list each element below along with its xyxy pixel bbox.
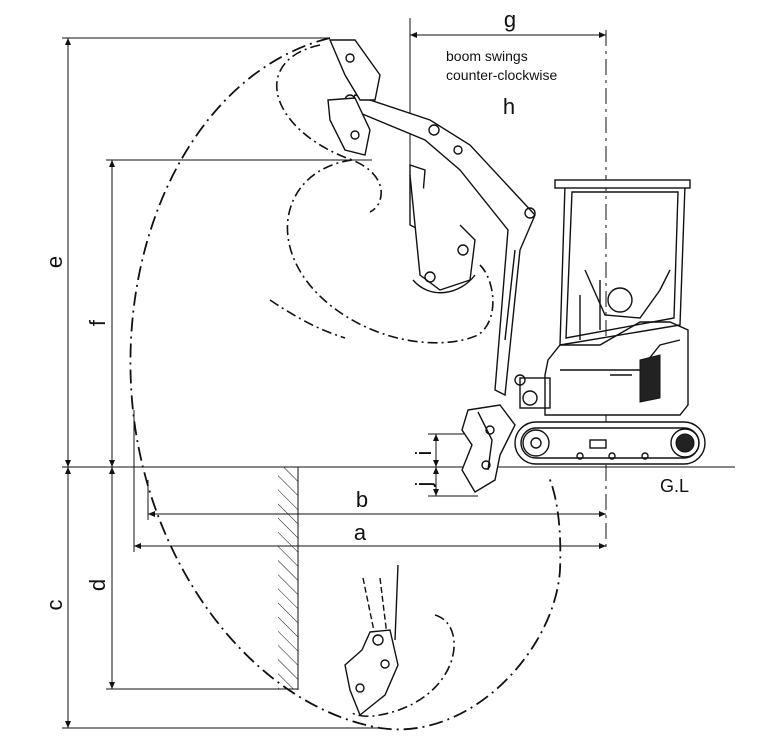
dimension-b <box>147 480 606 520</box>
excavator-body <box>519 321 689 416</box>
reach-envelope <box>129 37 562 731</box>
dozer-blade <box>461 404 516 493</box>
label-e: e <box>42 256 67 268</box>
dimension-d <box>106 467 298 690</box>
label-j: j <box>411 482 436 488</box>
label-c: c <box>42 600 67 611</box>
operator-canopy <box>554 179 691 346</box>
label-f: f <box>85 319 110 326</box>
dimension-f <box>106 159 372 467</box>
label-d: d <box>85 579 110 591</box>
dimension-g <box>409 18 606 180</box>
bucket-lower <box>344 564 399 717</box>
excavator-tracks <box>514 421 706 465</box>
ground-level-label: G.L <box>660 476 689 496</box>
label-i: i <box>411 451 436 456</box>
dimension-a <box>133 410 606 552</box>
note-line-1: boom swings <box>446 48 528 64</box>
excavation-hatch <box>278 467 298 689</box>
label-h: h <box>503 94 515 119</box>
label-g: g <box>504 7 516 32</box>
label-b: b <box>356 487 368 512</box>
note-line-2: counter-clockwise <box>446 67 557 83</box>
dimension-i <box>428 433 470 467</box>
dimension-j <box>428 467 478 497</box>
dimension-c <box>62 467 380 729</box>
label-a: a <box>354 520 367 545</box>
boom-arm-raised <box>344 94 536 397</box>
dimension-e <box>62 37 330 467</box>
bucket-top <box>327 39 381 156</box>
